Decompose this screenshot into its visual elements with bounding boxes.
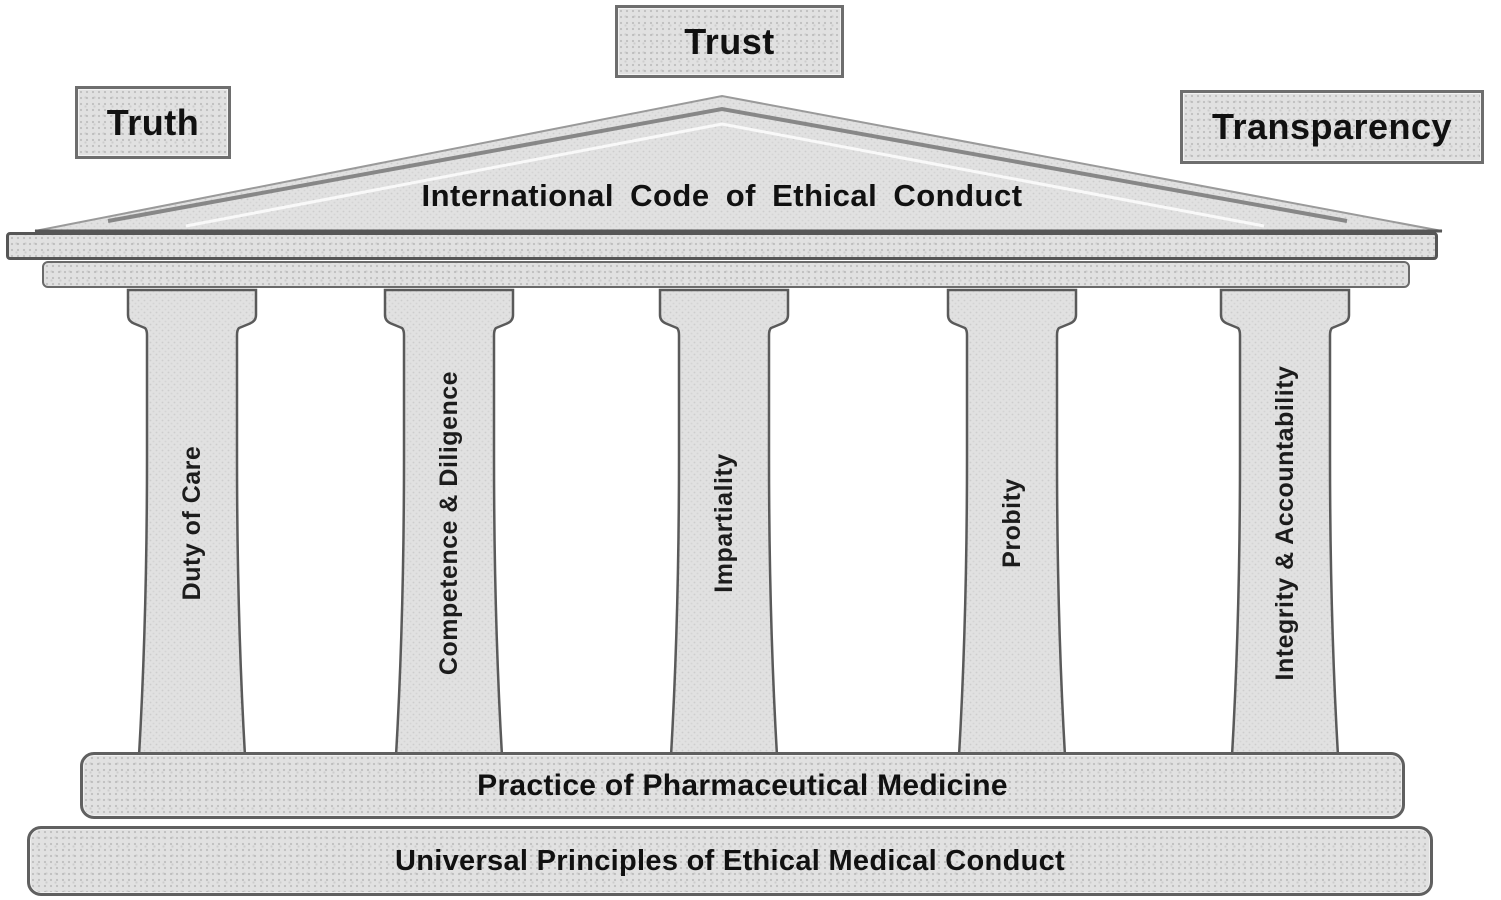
trust-label: Trust xyxy=(684,20,775,62)
truth-label-box: Truth xyxy=(75,86,231,159)
pillar-label-competence-diligence: Competence & Diligence xyxy=(435,370,463,676)
pediment-triangle xyxy=(34,94,1443,233)
transparency-label: Transparency xyxy=(1211,106,1453,147)
transparency-label-box: Transparency xyxy=(1180,90,1484,164)
truth-label: Truth xyxy=(106,101,200,143)
pillar-label-duty-of-care: Duty of Care xyxy=(178,445,206,601)
stylobate-label: Practice of Pharmaceutical Medicine xyxy=(477,768,1008,802)
pediment-label: International Code of Ethical Conduct xyxy=(421,178,1023,213)
trust-label-box: Trust xyxy=(615,5,844,78)
pillar-label-impartiality: Impartiality xyxy=(710,453,738,593)
foundation-label: Universal Principles of Ethical Medical … xyxy=(395,844,1065,877)
entablature-beam xyxy=(6,232,1438,260)
foundation-bar: Universal Principles of Ethical Medical … xyxy=(27,826,1433,896)
stylobate-bar: Practice of Pharmaceutical Medicine xyxy=(80,752,1405,819)
pillar-label-integrity-accountability: Integrity & Accountability xyxy=(1271,365,1299,681)
pillar-label-probity: Probity xyxy=(998,478,1026,568)
architrave-beam xyxy=(42,261,1410,288)
